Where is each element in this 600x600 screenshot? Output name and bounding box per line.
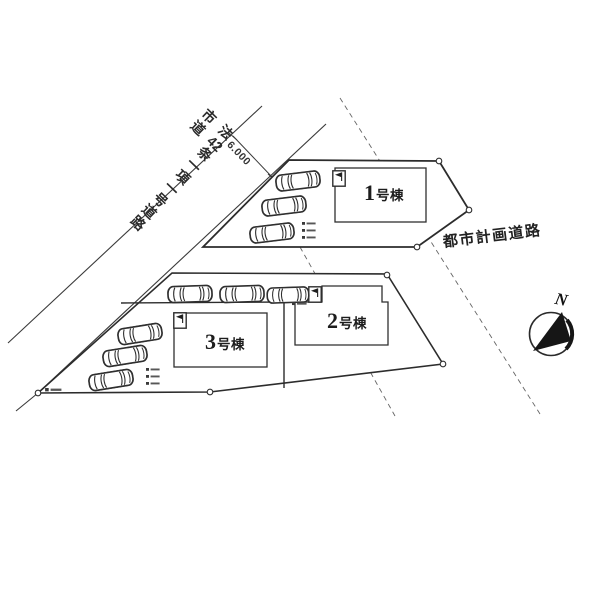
building-3-outline <box>173 312 268 368</box>
entrance-icon-1 <box>332 170 346 187</box>
entrance-icon-2 <box>308 286 322 303</box>
boundary-point-markers <box>34 157 473 397</box>
car-icon <box>166 284 214 304</box>
lot-1 <box>200 159 471 248</box>
lot-2-3-parcel <box>35 272 445 394</box>
car-icon <box>218 284 266 304</box>
building-1-outline <box>334 167 427 223</box>
north-compass-icon <box>528 311 575 357</box>
car-icon <box>266 285 310 305</box>
entrance-icon-3 <box>173 312 187 329</box>
city-road-lines <box>7 105 327 412</box>
